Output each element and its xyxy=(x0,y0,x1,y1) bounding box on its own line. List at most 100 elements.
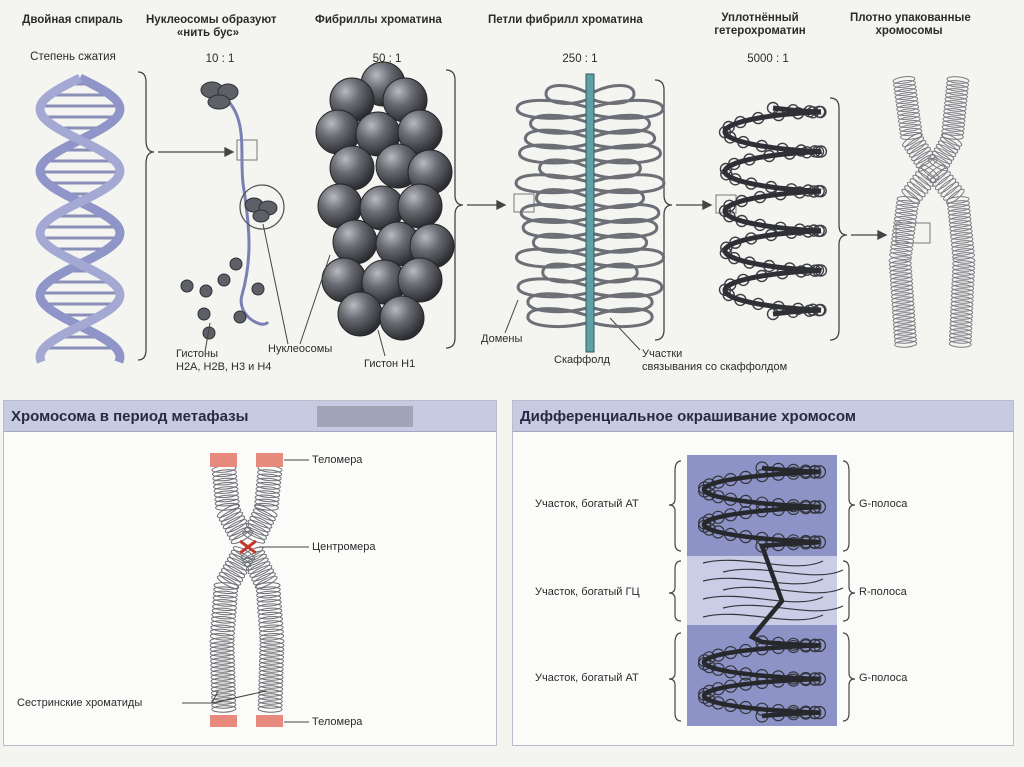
coil-turn xyxy=(917,167,937,184)
coil-turn xyxy=(906,139,927,155)
coil-turn xyxy=(944,96,968,104)
coil-turn xyxy=(893,328,917,336)
ratio-250-1: 250 : 1 xyxy=(562,53,598,65)
coil-turn xyxy=(897,112,921,120)
coil-turn xyxy=(213,490,239,499)
r-band xyxy=(687,556,837,625)
coil-turn xyxy=(210,673,236,681)
domains-label: Домены xyxy=(481,333,523,345)
coil-turn xyxy=(892,308,915,316)
redacted-box xyxy=(317,406,413,427)
coil-turn xyxy=(214,498,240,507)
coil-turn xyxy=(892,76,916,84)
heading-double-helix: Двойная спираль xyxy=(22,14,123,26)
heterochromatin-coil xyxy=(718,101,828,321)
coil-turn xyxy=(898,120,922,128)
leader-sisters-b xyxy=(211,690,267,704)
coil-turn xyxy=(895,96,919,104)
zoom-box-beads xyxy=(236,139,258,161)
coil-turn xyxy=(257,697,283,705)
coil-turn xyxy=(949,316,973,324)
differential-header: Дифференциальное окрашивание хромосом xyxy=(513,401,1013,432)
nucleosome-zoom-circle xyxy=(239,184,285,230)
coil-turn xyxy=(254,498,280,507)
coil-turn xyxy=(214,494,240,503)
coil-turn xyxy=(950,232,974,240)
coil-turn xyxy=(940,181,960,198)
ratio-5000-1: 5000 : 1 xyxy=(747,53,789,65)
coil-turn xyxy=(209,645,235,653)
coil-turn xyxy=(896,200,919,208)
arrow-1-head xyxy=(224,146,235,158)
coil-turn xyxy=(253,572,276,586)
coil-turn xyxy=(926,164,946,180)
histone-bead xyxy=(197,307,211,321)
band-main-helix xyxy=(701,465,821,719)
fibril-loops xyxy=(514,73,666,353)
coil-turn xyxy=(890,284,914,292)
differential-title: Дифференциальное окрашивание хромосом xyxy=(520,408,856,425)
coil-turn xyxy=(941,124,965,132)
bracket-right-top xyxy=(842,460,856,552)
coil-turn xyxy=(947,204,971,212)
centromere-mark xyxy=(239,539,257,555)
coil-turn xyxy=(222,564,246,579)
coil-turn xyxy=(944,100,968,108)
histone-bead xyxy=(199,284,213,298)
coil-turn xyxy=(950,296,974,304)
coil-turn xyxy=(896,108,920,116)
coil-turn xyxy=(211,697,237,705)
band-brackets xyxy=(668,460,856,722)
coil-turn xyxy=(218,507,242,522)
coil-turn xyxy=(216,504,240,518)
coil-turn xyxy=(946,80,970,88)
compaction-illustration xyxy=(35,61,976,364)
r-band-label: R-полоса xyxy=(859,586,907,598)
coil-turn xyxy=(906,181,926,198)
coil-turn xyxy=(213,586,239,595)
coil-turn xyxy=(950,300,974,308)
g-band-label-top: G-полоса xyxy=(859,498,908,510)
coil-turn xyxy=(946,76,970,84)
coil-turn xyxy=(948,212,972,220)
telomere-top-label: Теломера xyxy=(312,454,363,466)
coil-turn xyxy=(920,164,940,180)
coil-turn xyxy=(947,208,971,216)
ratio-10-1: 10 : 1 xyxy=(205,53,235,65)
coil-turn xyxy=(259,653,285,661)
coil-turn xyxy=(951,244,975,252)
leader-nucleosomes-1 xyxy=(262,223,289,345)
nucleosome-bead xyxy=(252,209,270,223)
nucleosome-beads xyxy=(180,81,278,340)
coil-turn xyxy=(892,312,916,320)
coil-turn xyxy=(216,575,240,590)
coil-turn xyxy=(212,590,238,599)
coil-turn xyxy=(209,649,235,657)
coil-turn xyxy=(210,681,236,689)
bracket-loops xyxy=(654,79,673,341)
coil-turn xyxy=(258,661,284,669)
leader-sisters-a xyxy=(211,690,219,704)
metaphase-header: Хромосома в период метафазы xyxy=(4,401,496,432)
telomere-top-right xyxy=(256,453,283,467)
coil-turn xyxy=(952,260,976,268)
histone-bead xyxy=(233,310,247,324)
coil-turn xyxy=(211,615,236,624)
heading-fibril-loops: Петли фибрилл хроматина xyxy=(488,14,643,26)
coil-turn xyxy=(257,701,283,709)
heading-chromatin-fibrils: Фибриллы хроматина xyxy=(315,14,442,26)
coil-turn xyxy=(249,564,273,578)
coil-turn xyxy=(212,599,238,607)
coil-turn xyxy=(247,519,271,533)
coil-turn xyxy=(948,220,972,228)
bracket-left-bottom xyxy=(668,632,682,722)
coil-turn xyxy=(895,100,919,108)
coil-turn xyxy=(256,590,282,599)
coil-turn xyxy=(949,332,972,340)
coil-turn xyxy=(210,677,236,685)
coil-turn xyxy=(254,494,280,503)
compression-degree-label: Степень сжатия xyxy=(30,51,116,63)
coil-turn xyxy=(902,132,922,148)
coil-turn xyxy=(952,268,975,276)
nucleosome-sphere xyxy=(397,183,443,229)
